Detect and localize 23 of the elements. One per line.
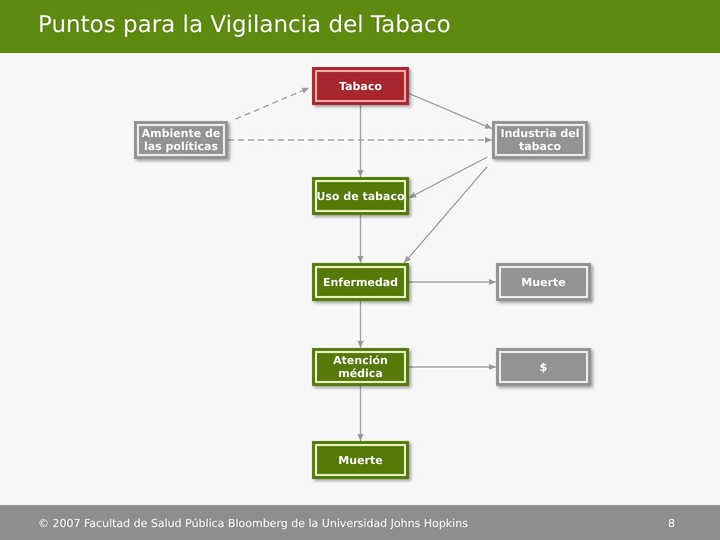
- process-box: Atención médica: [312, 348, 409, 386]
- arrow: [404, 166, 488, 264]
- page-number: 8: [668, 517, 675, 530]
- process-box: Uso de tabaco: [312, 177, 409, 215]
- arrow: [358, 386, 364, 441]
- slide-title: Puntos para la Vigilancia del Tabaco: [38, 12, 451, 38]
- arrow: [358, 301, 364, 348]
- process-box: Enfermedad: [312, 263, 409, 301]
- context-box: Ambiente de las políticas: [134, 121, 228, 159]
- arrow: [408, 156, 488, 198]
- arrow: [408, 93, 492, 130]
- arrow: [228, 137, 492, 143]
- context-box: Muerte: [496, 263, 591, 301]
- process-box: Muerte: [312, 441, 409, 479]
- arrow: [409, 364, 496, 370]
- context-box: $: [496, 348, 591, 386]
- arrow: [235, 87, 310, 120]
- arrow: [409, 279, 496, 285]
- arrow: [358, 105, 364, 177]
- arrow: [358, 215, 364, 263]
- copyright-note: © 2007 Facultad de Salud Pública Bloomberg de la Universidad Johns Hopkins: [38, 517, 468, 530]
- context-box: Industria del tabaco: [492, 121, 588, 159]
- source-box: Tabaco: [312, 67, 409, 105]
